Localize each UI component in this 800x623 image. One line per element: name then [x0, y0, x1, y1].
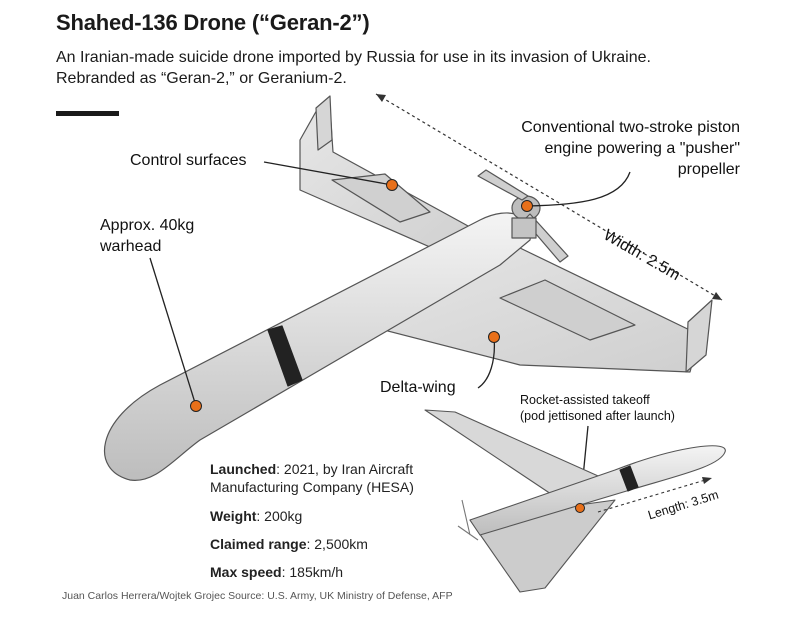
spec-speed: Max speed: 185km/h	[210, 563, 343, 581]
side-band	[619, 465, 639, 492]
marker-control-surfaces	[386, 179, 398, 191]
fuselage	[104, 212, 532, 481]
callout-warhead-line-1: Approx. 40kg	[100, 217, 195, 234]
spec-weight-value: : 200kg	[256, 508, 303, 524]
main-drone	[104, 95, 713, 481]
callout-engine-line-3: propeller	[677, 161, 740, 178]
spec-launched-line-2: Manufacturing Company (HESA)	[210, 479, 414, 495]
subtitle-line-2: Rebranded as “Geran-2,” or Geranium-2.	[56, 70, 347, 87]
callout-engine-line-2: engine powering a "pusher"	[544, 140, 741, 157]
callout-delta-wing: Delta-wing	[380, 379, 456, 396]
callout-rocket-line-1: Rocket-assisted takeoff	[520, 393, 650, 407]
side-fuselage	[469, 445, 726, 536]
side-view-drone	[424, 409, 726, 593]
spec-launched: Launched: 2021, by Iran Aircraft Manufac…	[210, 460, 414, 496]
callout-engine-line-1: Conventional two-stroke piston	[521, 119, 740, 136]
callout-control-surfaces: Control surfaces	[130, 152, 247, 169]
marker-engine	[521, 200, 533, 212]
leader-warhead	[149, 257, 197, 407]
callout-warhead: Approx. 40kg warhead	[100, 215, 194, 257]
spec-launched-label: Launched	[210, 461, 277, 477]
leader-engine	[526, 171, 631, 207]
far-winglet	[315, 95, 333, 151]
marker-rocket	[575, 503, 585, 513]
spec-speed-value: : 185km/h	[281, 564, 344, 580]
title-rule	[56, 111, 119, 116]
width-arrow-end	[712, 292, 722, 300]
winglet	[685, 299, 713, 373]
spec-range-label: Claimed range	[210, 536, 307, 552]
spec-range-value: : 2,500km	[306, 536, 368, 552]
side-propeller	[457, 499, 479, 541]
callout-engine: Conventional two-stroke piston engine po…	[490, 117, 740, 180]
far-wing-control-surface	[331, 173, 431, 223]
credit-line: Juan Carlos Herrera/Wojtek Grojec Source…	[62, 590, 453, 602]
subtitle-line-1: An Iranian-made suicide drone imported b…	[56, 49, 651, 66]
propeller-blade-upper	[477, 169, 529, 201]
length-arrow-end	[702, 477, 712, 484]
leader-control-surfaces	[263, 161, 393, 186]
marker-warhead	[190, 400, 202, 412]
spec-range: Claimed range: 2,500km	[210, 535, 368, 553]
spec-speed-label: Max speed	[210, 564, 282, 580]
spec-launched-value: : 2021, by Iran Aircraft	[276, 461, 414, 477]
near-wing-control-surface	[499, 279, 636, 341]
callout-rocket-line-2: (pod jettisoned after launch)	[520, 409, 675, 423]
engine-block	[511, 217, 537, 239]
callout-warhead-line-2: warhead	[100, 238, 162, 255]
fuselage-band	[267, 325, 303, 387]
width-arrow-start	[376, 94, 386, 102]
callout-rocket: Rocket-assisted takeoff (pod jettisoned …	[520, 392, 675, 424]
spec-launched-line-1: Launched: 2021, by Iran Aircraft	[210, 460, 414, 478]
length-dimension-line	[597, 477, 713, 513]
spec-weight-label: Weight	[210, 508, 257, 524]
width-dimension-line	[375, 93, 723, 301]
marker-delta-wing	[488, 331, 500, 343]
page-title: Shahed-136 Drone (“Geran-2”)	[56, 10, 370, 35]
page-subtitle: An Iranian-made suicide drone imported b…	[56, 47, 756, 89]
spec-weight: Weight: 200kg	[210, 507, 302, 525]
